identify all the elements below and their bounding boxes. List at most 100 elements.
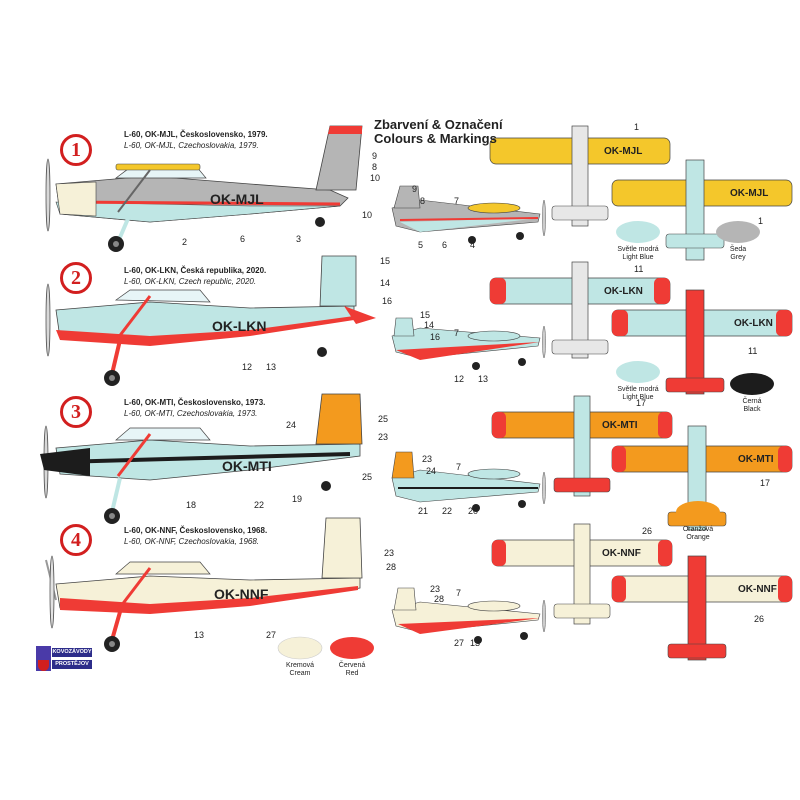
scheme-2-side-view: [45, 255, 376, 386]
scheme-2-plan-views: [489, 261, 793, 395]
callout: 6: [442, 240, 448, 250]
callout: 13: [478, 374, 489, 384]
scheme-1-caption-cz: L-60, OK-MJL, Československo, 1979.: [124, 130, 268, 139]
swatch-light-blue-1: [616, 221, 660, 243]
callout: 26: [642, 526, 653, 536]
scheme-2-caption-cz: L-60, OK-LKN, Česká republika, 2020.: [124, 266, 267, 275]
callout: 7: [454, 328, 460, 338]
swatch-cream: [277, 636, 323, 660]
scheme-4-bottom-registration: OK-NNF: [738, 584, 777, 595]
scheme-1-plan-views: [489, 125, 793, 261]
callout: 15: [420, 310, 431, 320]
callout: 14: [380, 278, 391, 288]
swatch-label-cz: Kremová: [285, 662, 314, 669]
scheme-1-bottom-registration: OK-MJL: [730, 188, 769, 199]
callout: 13: [194, 630, 205, 640]
callout: 16: [382, 296, 393, 306]
callout: 23: [384, 548, 395, 558]
logo-line-1: KOVOZÁVODY: [52, 648, 92, 657]
callout: 7: [456, 462, 462, 472]
callout: 1: [634, 122, 640, 132]
scheme-3-top-registration: OK-MTI: [602, 420, 638, 431]
swatch-label-en: Cream: [289, 670, 311, 677]
callout: 28: [386, 562, 397, 572]
logo-shield: [38, 660, 49, 671]
scheme-4-caption-en: L-60, OK-NNF, Czechoslovakia, 1968.: [124, 537, 260, 546]
callout: 14: [424, 320, 435, 330]
scheme-1-top-registration: OK-MJL: [604, 146, 643, 157]
swatch-label-cz: Černá: [742, 398, 762, 405]
scheme-4-top-registration: OK-NNF: [602, 548, 641, 559]
scheme-4-badge: 4: [60, 524, 92, 556]
swatch-label-en: Orange: [686, 534, 710, 541]
callout: 7: [454, 196, 460, 206]
callout: 22: [442, 506, 453, 516]
callout: 27: [454, 638, 465, 648]
callout: 23: [378, 432, 389, 442]
callout: 11: [634, 264, 644, 274]
callout: 22: [254, 500, 265, 510]
callout: 19: [292, 494, 303, 504]
callout: 24: [426, 466, 437, 476]
callout: 25: [378, 414, 389, 424]
callout: 8: [372, 162, 378, 172]
sheet-title-cz: Zbarvení & Označení: [374, 117, 503, 132]
swatch-label-cz: Červená: [338, 662, 366, 669]
scheme-4-registration: OK-NNF: [214, 586, 269, 602]
callout: 15: [380, 256, 391, 266]
scheme-2-registration: OK-LKN: [212, 318, 267, 334]
swatch-label-cz: Šeda: [729, 246, 747, 253]
callout: 6: [240, 234, 246, 244]
scheme-2-badge: 2: [60, 262, 92, 294]
scheme-3-caption-en: L-60, OK-MTI, Czechoslovakia, 1973.: [124, 409, 258, 418]
scheme-4-plan-views: [491, 523, 793, 661]
callout: 10: [370, 173, 381, 183]
callout: 1: [758, 216, 764, 226]
kovozavody-logo: KOVOZÁVODY PROSTĚJOV: [36, 646, 92, 690]
callout: 27: [266, 630, 277, 640]
callout: 9: [372, 151, 378, 161]
scheme-2-bottom-registration: OK-LKN: [734, 318, 773, 329]
scheme-3-side-view: [40, 393, 363, 524]
swatch-red: [330, 637, 374, 659]
scheme-3-caption-cz: L-60, OK-MTI, Československo, 1973.: [124, 398, 266, 407]
callout: 26: [754, 614, 765, 624]
swatch-black: [730, 373, 774, 395]
swatch-label-en: Black: [743, 406, 761, 413]
callout: 5: [418, 240, 424, 250]
swatch-label-en: Grey: [730, 254, 746, 261]
scheme-1-caption-en: L-60, OK-MJL, Czechoslovakia, 1979.: [124, 141, 259, 150]
swatch-label-cz: Oranžová: [682, 526, 714, 533]
callout: 12: [454, 374, 465, 384]
callout: 28: [434, 594, 445, 604]
callout: 3: [296, 234, 302, 244]
scheme-3-badge: 3: [60, 396, 92, 428]
swatch-label-en: Light Blue: [622, 394, 654, 401]
logo-line-2: PROSTĚJOV: [52, 660, 92, 669]
scheme-3-small-view: [391, 451, 546, 512]
swatch-label-cz: Světle modrá: [617, 386, 659, 393]
scheme-2-small-view: [391, 317, 546, 370]
callout: 16: [430, 332, 441, 342]
scheme-4-side-view: [45, 517, 363, 652]
callout: 4: [470, 240, 476, 250]
callout: 7: [456, 588, 462, 598]
scheme-3-registration: OK-MTI: [222, 458, 272, 474]
callout: 12: [242, 362, 253, 372]
scheme-4-caption-cz: L-60, OK-NNF, Československo, 1968.: [124, 526, 268, 535]
scheme-1-small-view: [391, 185, 546, 244]
scheme-4-small-view: [391, 587, 546, 644]
scheme-2-caption-en: L-60, OK-LKN, Czech republic, 2020.: [124, 277, 257, 286]
callout: 23: [430, 584, 441, 594]
callout: 24: [286, 420, 297, 430]
swatch-grey: [716, 221, 760, 243]
callout: 20: [468, 506, 479, 516]
swatch-label-cz: Světle modrá: [617, 246, 659, 253]
scheme-3-bottom-registration: OK-MTI: [738, 454, 774, 465]
scheme-2-top-registration: OK-LKN: [604, 286, 643, 297]
swatch-orange: [676, 501, 720, 523]
swatch-label-en: Red: [345, 670, 359, 677]
scheme-1-registration: OK-MJL: [210, 191, 264, 207]
callout: 18: [186, 500, 197, 510]
